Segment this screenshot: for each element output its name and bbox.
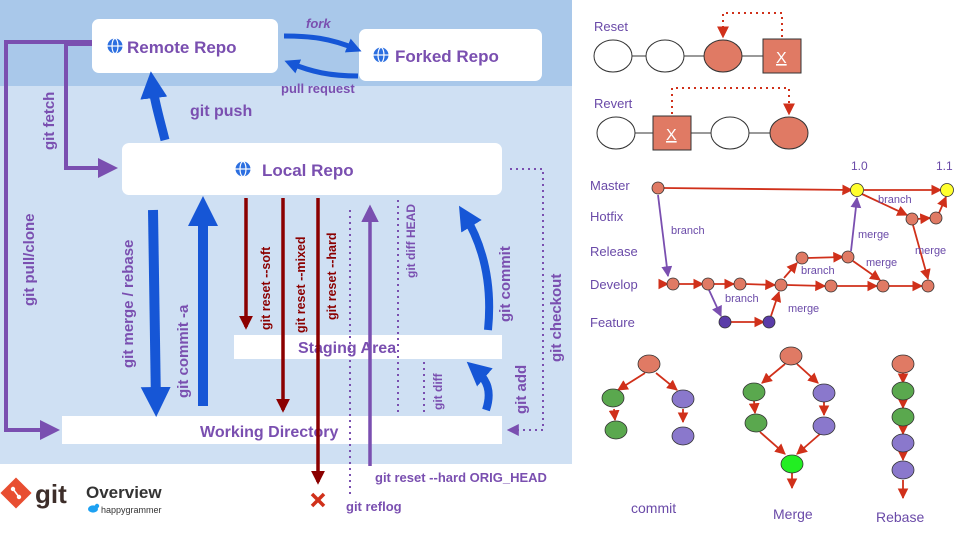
reset-commit-row: X	[593, 12, 802, 74]
git-logo-icon	[0, 477, 32, 509]
edge-label-merge-master: merge	[858, 229, 889, 241]
working-directory-label: Working Directory	[200, 424, 339, 441]
working-directory-box: Working Directory	[62, 416, 502, 444]
git-checkout-label: git checkout	[548, 274, 565, 362]
twitter-handle: happygrammer	[101, 505, 162, 515]
edge-label-merge-develop: merge	[866, 257, 897, 269]
edge-label-merge-hotfix: merge	[915, 245, 946, 257]
row-label-feature: Feature	[590, 315, 635, 330]
git-merge-rebase-label: git merge / rebase	[120, 240, 137, 368]
fork-arrow	[283, 33, 362, 53]
edge-label-branch-hotfix: branch	[878, 194, 912, 206]
revert-pointer-arrow	[671, 87, 795, 116]
reset-pointer-arrow	[717, 12, 783, 39]
git-commit-arrow	[458, 205, 494, 331]
revert-row-label: Revert	[594, 96, 633, 111]
strategy-label-merge: Merge	[773, 506, 813, 522]
local-repo-label: Local Repo	[262, 161, 354, 180]
row-label-develop: Develop	[590, 277, 638, 292]
edge-label-branch-feature: branch	[725, 293, 759, 305]
forked-repo-label: Forked Repo	[395, 47, 499, 66]
discard-x-icon	[310, 492, 326, 508]
reset-orig-head-label: git reset --hard ORIG_HEAD	[375, 470, 547, 485]
local-repo-box: Local Repo	[122, 143, 502, 195]
edge-label-merge-feature: merge	[788, 303, 819, 315]
git-wordmark: git	[35, 479, 67, 509]
git-pull-clone-arrow	[4, 40, 92, 440]
reset-x-mark: X	[776, 50, 787, 67]
git-merge-rebase-arrow	[140, 209, 171, 417]
remote-repo-label: Remote Repo	[127, 38, 237, 57]
commit-strategy-tree	[601, 354, 695, 446]
pull-request-label: pull request	[281, 81, 355, 96]
git-checkout-dotted-arrow	[506, 168, 544, 436]
git-commit-label: git commit	[497, 246, 514, 322]
git-push-label: git push	[190, 103, 252, 120]
git-add-label: git add	[513, 365, 530, 414]
git-pull-clone-label: git pull/clone	[21, 214, 38, 307]
git-push-arrow	[140, 71, 170, 142]
edge-label-branch-develop: branch	[671, 225, 705, 237]
version-1-1-label: 1.1	[936, 159, 953, 173]
edge-label-branch-release: branch	[801, 265, 835, 277]
strategy-label-commit: commit	[631, 500, 676, 516]
staging-area-box: Staging Area	[234, 335, 502, 359]
git-commit-a-label: git commit -a	[175, 304, 192, 398]
revert-x-mark: X	[666, 127, 677, 144]
pull-request-arrow	[284, 59, 359, 79]
fork-label: fork	[306, 16, 331, 31]
reset-hard-label: git reset --hard	[325, 232, 339, 320]
globe-icon	[107, 37, 123, 55]
rebase-strategy-tree	[891, 354, 915, 500]
row-label-master: Master	[590, 178, 630, 193]
twitter-icon	[88, 503, 100, 513]
reset-mixed-label: git reset --mixed	[294, 236, 308, 333]
row-label-release: Release	[590, 244, 638, 259]
git-diff-head-label: git diff HEAD	[404, 204, 418, 278]
forked-repo-box: Forked Repo	[359, 29, 542, 81]
reset-row-label: Reset	[594, 19, 628, 34]
git-fetch-label: git fetch	[41, 92, 58, 150]
row-label-hotfix: Hotfix	[590, 209, 624, 224]
remote-repo-box: Remote Repo	[92, 19, 278, 73]
globe-icon	[235, 160, 251, 178]
merge-strategy-tree	[742, 346, 836, 490]
staging-area-label: Staging Area	[298, 340, 396, 357]
strategy-label-rebase: Rebase	[876, 509, 924, 525]
version-1-0-label: 1.0	[851, 159, 868, 173]
revert-commit-row: X	[596, 87, 809, 151]
overview-title: Overview	[86, 483, 162, 502]
git-reflog-label: git reflog	[346, 499, 402, 514]
git-diff-label: git diff	[431, 372, 445, 410]
git-add-arrow	[466, 361, 493, 412]
reset-soft-label: git reset --soft	[259, 246, 273, 330]
globe-icon	[373, 46, 389, 64]
branching-model-graph	[651, 181, 954, 329]
